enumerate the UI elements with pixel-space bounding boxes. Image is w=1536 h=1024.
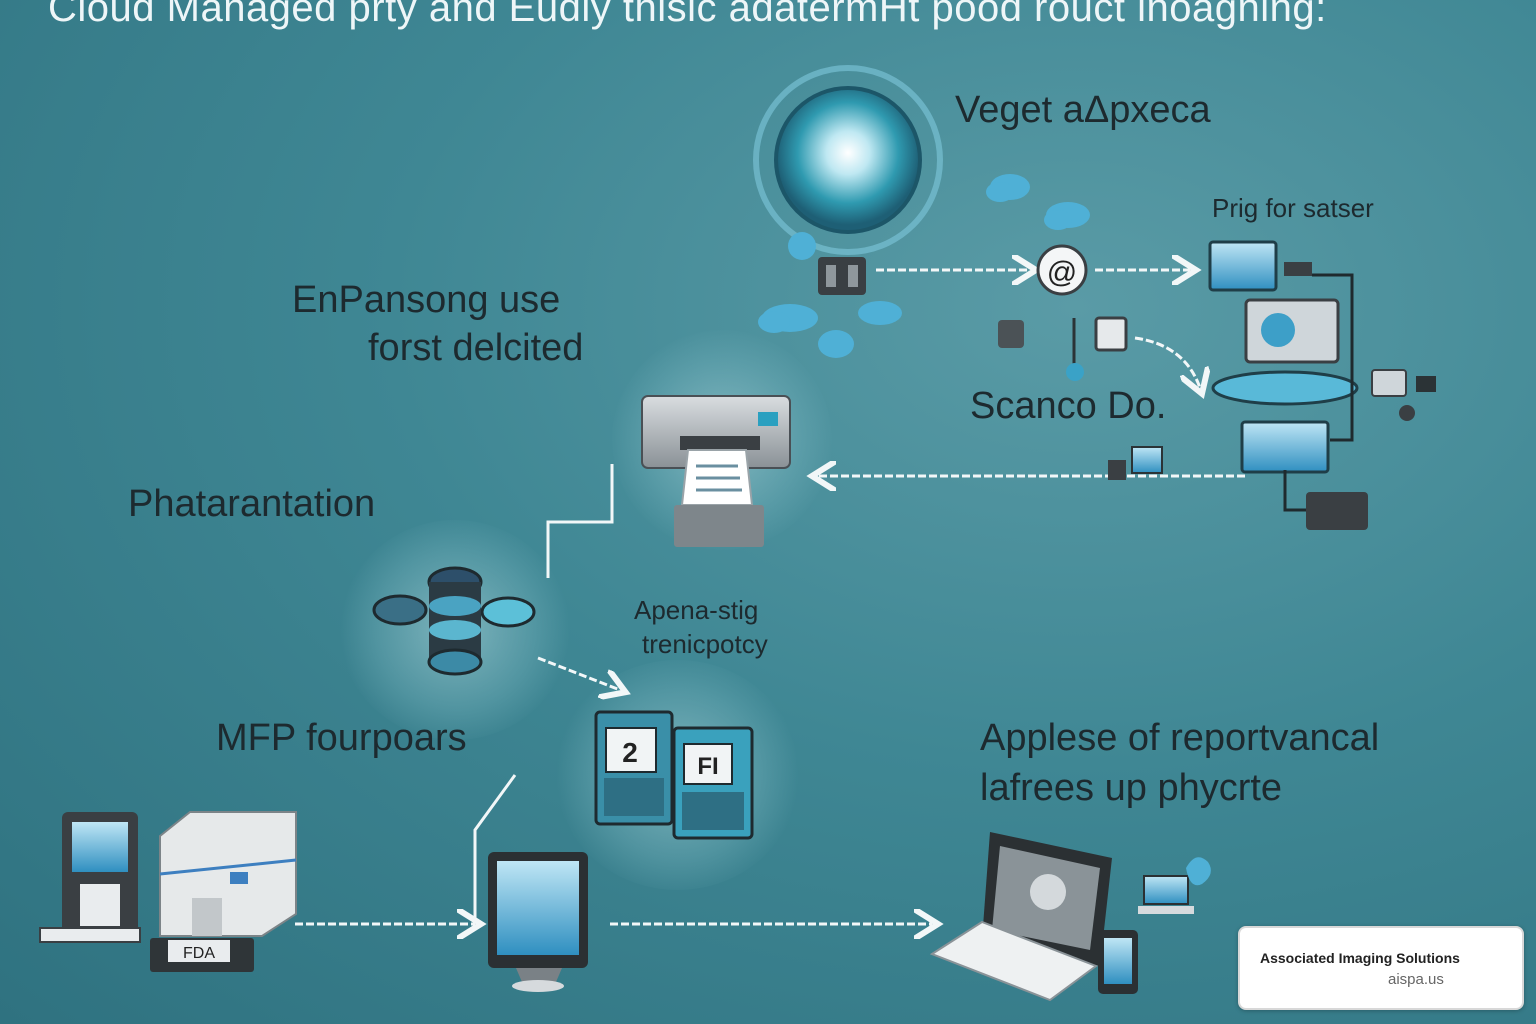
folders-icon: 2 FI: [594, 710, 754, 840]
label-mfp: MFP fourpoars: [216, 717, 467, 759]
cable-icon: [1108, 446, 1163, 480]
label-top-right: Veget aΔpxeca: [955, 89, 1211, 131]
server-stack-icon: [1208, 240, 1436, 530]
folder-b-label: FI: [697, 753, 718, 780]
cloud-icon: [758, 174, 1090, 358]
connector-db-to-printer: [546, 464, 614, 578]
attribution-badge[interactable]: Associated Imaging Solutions aispa.us: [1238, 926, 1524, 1010]
connector-monitor-to-folders: [473, 774, 517, 920]
printer-icon: [641, 395, 791, 547]
label-scanning: Scanco Do.: [970, 385, 1167, 427]
arrow-to-hub: [1134, 336, 1200, 388]
badge-company-name: Associated Imaging Solutions: [1260, 950, 1460, 966]
label-applese-2: lafrees up phycrte: [980, 767, 1283, 809]
label-apenta-2: trenicpotcy: [642, 629, 768, 659]
label-enhancing-1: EnPansong use: [292, 279, 561, 321]
label-applese-1: Applese of reportvancal: [980, 717, 1380, 759]
arrow-db-to-folders: [537, 656, 620, 690]
mfp-device-icon: FDA: [150, 811, 297, 972]
phone-terminal-icon: [39, 812, 141, 943]
device-tag-label: FDA: [183, 945, 215, 962]
label-apenta-1: Apena-stig: [634, 595, 759, 625]
label-enhancing-2: forst delcited: [368, 327, 584, 369]
small-devices-icon: [998, 316, 1128, 381]
folder-a-label: 2: [622, 737, 638, 768]
tablet-icon: [1098, 930, 1138, 994]
laptop-icon: [929, 832, 1112, 1002]
database-icon: [372, 566, 536, 676]
globe-icon: [753, 65, 943, 255]
arrows: [295, 270, 1245, 924]
monitor-icon: [488, 852, 588, 992]
page-title: Cloud Managed prty and Eudly thisic adat…: [48, 0, 1327, 30]
at-icon: @: [1036, 244, 1088, 296]
badge-url[interactable]: aispa.us: [1388, 971, 1444, 988]
at-symbol: @: [1047, 256, 1077, 289]
label-pring: Prig for satser: [1212, 193, 1374, 223]
small-laptop-icon: [1138, 857, 1211, 914]
label-phase: Phatarantation: [128, 483, 376, 525]
network-device-icon: [818, 257, 866, 295]
